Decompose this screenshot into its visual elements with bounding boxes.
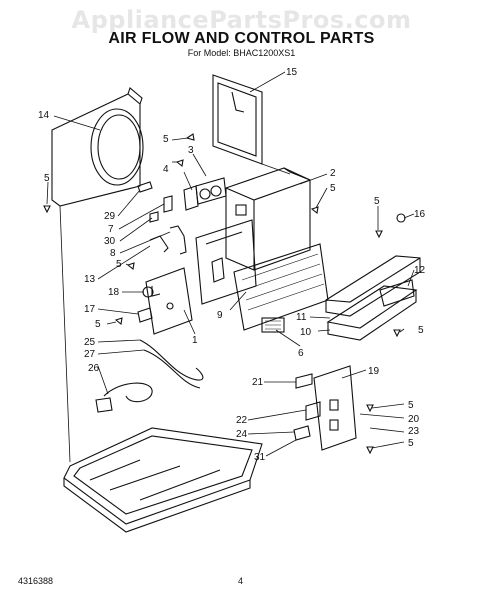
footer-doc-number: 4316388 — [18, 576, 54, 586]
callout-1: 1 — [192, 335, 198, 346]
callout-5: 5 — [163, 134, 169, 145]
screws — [43, 133, 401, 455]
callout-5: 5 — [374, 196, 380, 207]
callout-24: 24 — [236, 429, 248, 440]
part-1-bracket — [145, 267, 193, 335]
part-3-capacitor — [183, 177, 227, 211]
callout-18: 18 — [108, 287, 120, 298]
model-line: For Model: BHAC1200XS1 — [187, 48, 296, 58]
diagram-title: AIR FLOW AND CONTROL PARTS — [108, 30, 375, 47]
part-10-deflector — [326, 285, 418, 341]
callout-23: 23 — [408, 426, 420, 437]
part-15-top-plate — [212, 74, 263, 165]
part-2-control-box — [225, 167, 311, 271]
callout-12: 12 — [414, 265, 426, 276]
callout-5: 5 — [418, 325, 424, 336]
callout-2: 2 — [330, 168, 336, 179]
callout-14: 14 — [38, 110, 50, 121]
callout-29: 29 — [104, 211, 116, 222]
part-14-shroud — [51, 87, 144, 207]
part-19-control-bracket — [313, 365, 357, 451]
callout-19: 19 — [368, 366, 380, 377]
callout-6: 6 — [298, 348, 304, 359]
callout-5: 5 — [408, 400, 414, 411]
callout-15: 15 — [286, 67, 298, 78]
callout-7: 7 — [108, 224, 114, 235]
callout-25: 25 — [84, 337, 96, 348]
parts-21-22-24 — [293, 373, 321, 441]
callout-22: 22 — [236, 415, 248, 426]
part-12-right-bracket — [325, 213, 421, 317]
callout-8: 8 — [110, 248, 116, 259]
callout-11: 11 — [296, 312, 307, 323]
part-6-shield — [233, 243, 329, 333]
watermark: AppliancePartsPros.com — [71, 6, 412, 34]
callout-16: 16 — [414, 209, 426, 220]
wiring-harness — [95, 339, 204, 413]
callout-27: 27 — [84, 349, 96, 360]
callout-13: 13 — [84, 274, 96, 285]
callout-labels: 15 14 5 3 5 4 2 29 5 7 30 8 5 16 13 5 12… — [38, 67, 426, 463]
small-parts-29-7-30-8 — [137, 181, 187, 255]
callout-26: 26 — [88, 363, 100, 374]
callout-17: 17 — [84, 304, 96, 315]
callout-5: 5 — [330, 183, 336, 194]
callout-4: 4 — [163, 164, 169, 175]
callout-31: 31 — [254, 452, 266, 463]
leader-lines — [46, 71, 415, 457]
footer-page-number: 4 — [238, 576, 244, 586]
callout-5: 5 — [116, 259, 122, 270]
callout-3: 3 — [188, 145, 194, 156]
callout-10: 10 — [300, 327, 312, 338]
callout-5: 5 — [408, 438, 414, 449]
callout-5: 5 — [95, 319, 101, 330]
callout-30: 30 — [104, 236, 116, 247]
callout-20: 20 — [408, 414, 420, 425]
base-pan — [63, 427, 263, 533]
callout-21: 21 — [252, 377, 264, 388]
callout-5: 5 — [44, 173, 50, 184]
callout-9: 9 — [217, 310, 223, 321]
unit-outline — [59, 163, 291, 463]
